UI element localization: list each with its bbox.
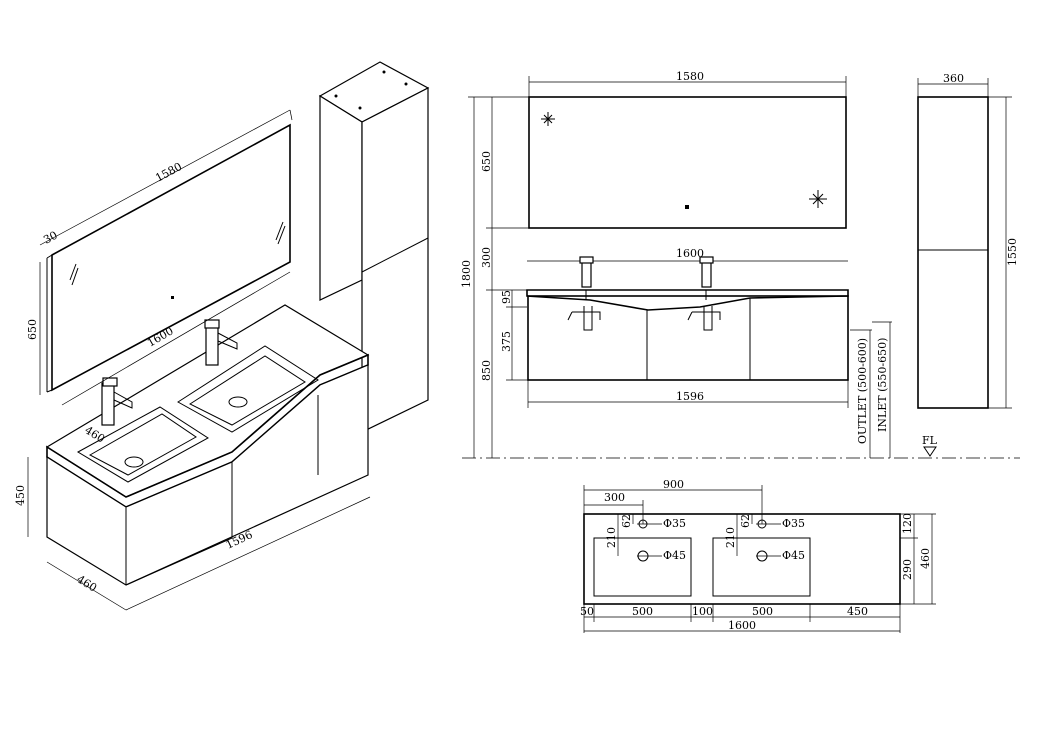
iso-basin-right <box>177 345 319 433</box>
plan-right-margin: 450 <box>847 605 868 618</box>
iso-mirror-sensor <box>171 296 174 299</box>
plan-view: Φ35 Φ45 Φ35 Φ45 62 210 62 210 900 300 12… <box>580 478 936 633</box>
front-inlet: INLET (550-650) <box>876 338 889 432</box>
front-mirror-gap: 300 <box>480 247 493 268</box>
plan-basin-depth: 290 <box>901 559 914 580</box>
iso-basin-left <box>76 406 209 483</box>
front-counter-thickness: 95 <box>500 290 513 304</box>
plan-tap-hole-dia-left: Φ35 <box>663 517 686 530</box>
side-tall-depth: 360 <box>943 72 964 85</box>
front-cabinet-width: 1596 <box>676 390 704 403</box>
front-mirror-width: 1580 <box>676 70 704 83</box>
iso-mirror-width: 1580 <box>153 160 184 185</box>
plan-drain-dia-left: Φ45 <box>663 549 686 562</box>
front-mirror <box>528 96 847 229</box>
plan-half-width: 900 <box>663 478 684 491</box>
plan-tap-offset-right: 62 <box>739 514 752 528</box>
front-mount-height: 850 <box>480 360 493 381</box>
iso-cabinet-height: 450 <box>14 485 27 506</box>
front-counter-width: 1600 <box>676 247 704 260</box>
front-faucet-right <box>687 256 721 331</box>
plan-drain-offset-left: 210 <box>605 527 618 548</box>
iso-faucet-right <box>204 319 238 366</box>
floor-level-marker <box>923 446 937 457</box>
front-cabinet <box>527 295 849 381</box>
side-tall-cabinet <box>917 96 989 409</box>
iso-vanity-cabinet <box>46 364 369 586</box>
plan-basin-left <box>593 537 692 597</box>
plan-drain-offset-right: 210 <box>724 527 737 548</box>
side-tall-height: 1550 <box>1006 238 1019 266</box>
front-mirror-height: 650 <box>480 151 493 172</box>
plan-basin-width-2: 500 <box>752 605 773 618</box>
iso-mirror-height: 650 <box>26 319 39 340</box>
plan-top-margin: 120 <box>901 513 914 534</box>
side-view: 360 1550 <box>917 72 1019 409</box>
isometric-view: 1580 30 650 <box>14 61 430 611</box>
floor-level-label: FL <box>922 434 938 447</box>
plan-total-width: 1600 <box>728 619 756 632</box>
iso-counter-width: 1600 <box>145 324 176 349</box>
iso-drain-right <box>228 396 248 408</box>
plan-countertop <box>583 513 901 605</box>
plan-basin-width-1: 500 <box>632 605 653 618</box>
iso-faucet-left <box>101 377 133 426</box>
iso-drain-left <box>124 456 144 468</box>
iso-mirror-depth: 30 <box>41 229 59 247</box>
plan-basin-offset: 300 <box>604 491 625 504</box>
front-total-height: 1800 <box>460 260 473 288</box>
plan-total-depth: 460 <box>919 548 932 569</box>
plan-left-margin: 50 <box>580 605 594 618</box>
iso-mirror <box>51 123 291 392</box>
front-outlet: OUTLET (500-600) <box>856 338 869 444</box>
plan-tap-hole-dia-right: Φ35 <box>782 517 805 530</box>
front-faucet-left <box>567 256 601 331</box>
iso-tall-cabinet-side <box>361 87 429 433</box>
front-cabinet-front-height: 375 <box>500 331 513 352</box>
plan-tap-offset-left: 62 <box>620 514 633 528</box>
plan-basin-right <box>712 537 811 597</box>
front-mirror-sensor <box>685 205 689 209</box>
iso-tall-cabinet-front <box>319 94 363 301</box>
front-countertop <box>526 289 849 311</box>
front-view: 1580 1600 1596 1800 650 300 850 <box>460 70 1020 459</box>
plan-center-gap: 100 <box>692 605 713 618</box>
plan-drain-dia-right: Φ45 <box>782 549 805 562</box>
